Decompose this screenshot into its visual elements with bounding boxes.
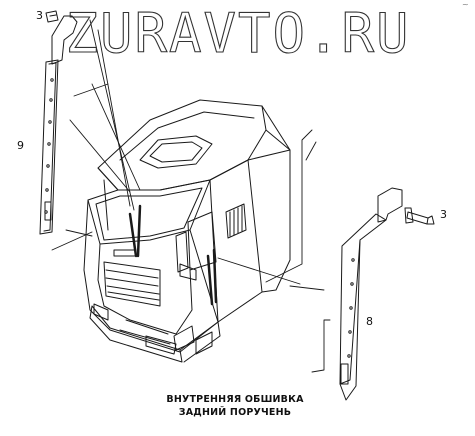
caption-line-1: ВНУТРЕННЯЯ ОБШИВКА [166,394,304,405]
callout-bolt-top-left: 3 [36,9,43,22]
leader-lines [51,19,331,373]
left-handrail-part [39,15,78,235]
watermark-text: ZURAVTO.RU [65,6,410,60]
caption-line-2: ЗАДНИЙ ПОРУЧЕНЬ [178,407,292,418]
callout-right-handrail: 8 [366,315,373,328]
diagram-caption: ВНУТРЕННЯЯ ОБШИВКА ЗАДНИЙ ПОРУЧЕНЬ [150,393,320,419]
right-handrail-part [339,187,403,401]
truck-cab [83,99,291,363]
bolt-right [404,207,435,225]
watermark-label: ZURAVTO.RU [65,6,410,60]
callout-left-handrail: 9 [17,139,24,152]
bolt-top-left [45,10,59,23]
callout-bolt-right: 3 [440,208,447,221]
corner-mark: ~ [462,0,469,9]
